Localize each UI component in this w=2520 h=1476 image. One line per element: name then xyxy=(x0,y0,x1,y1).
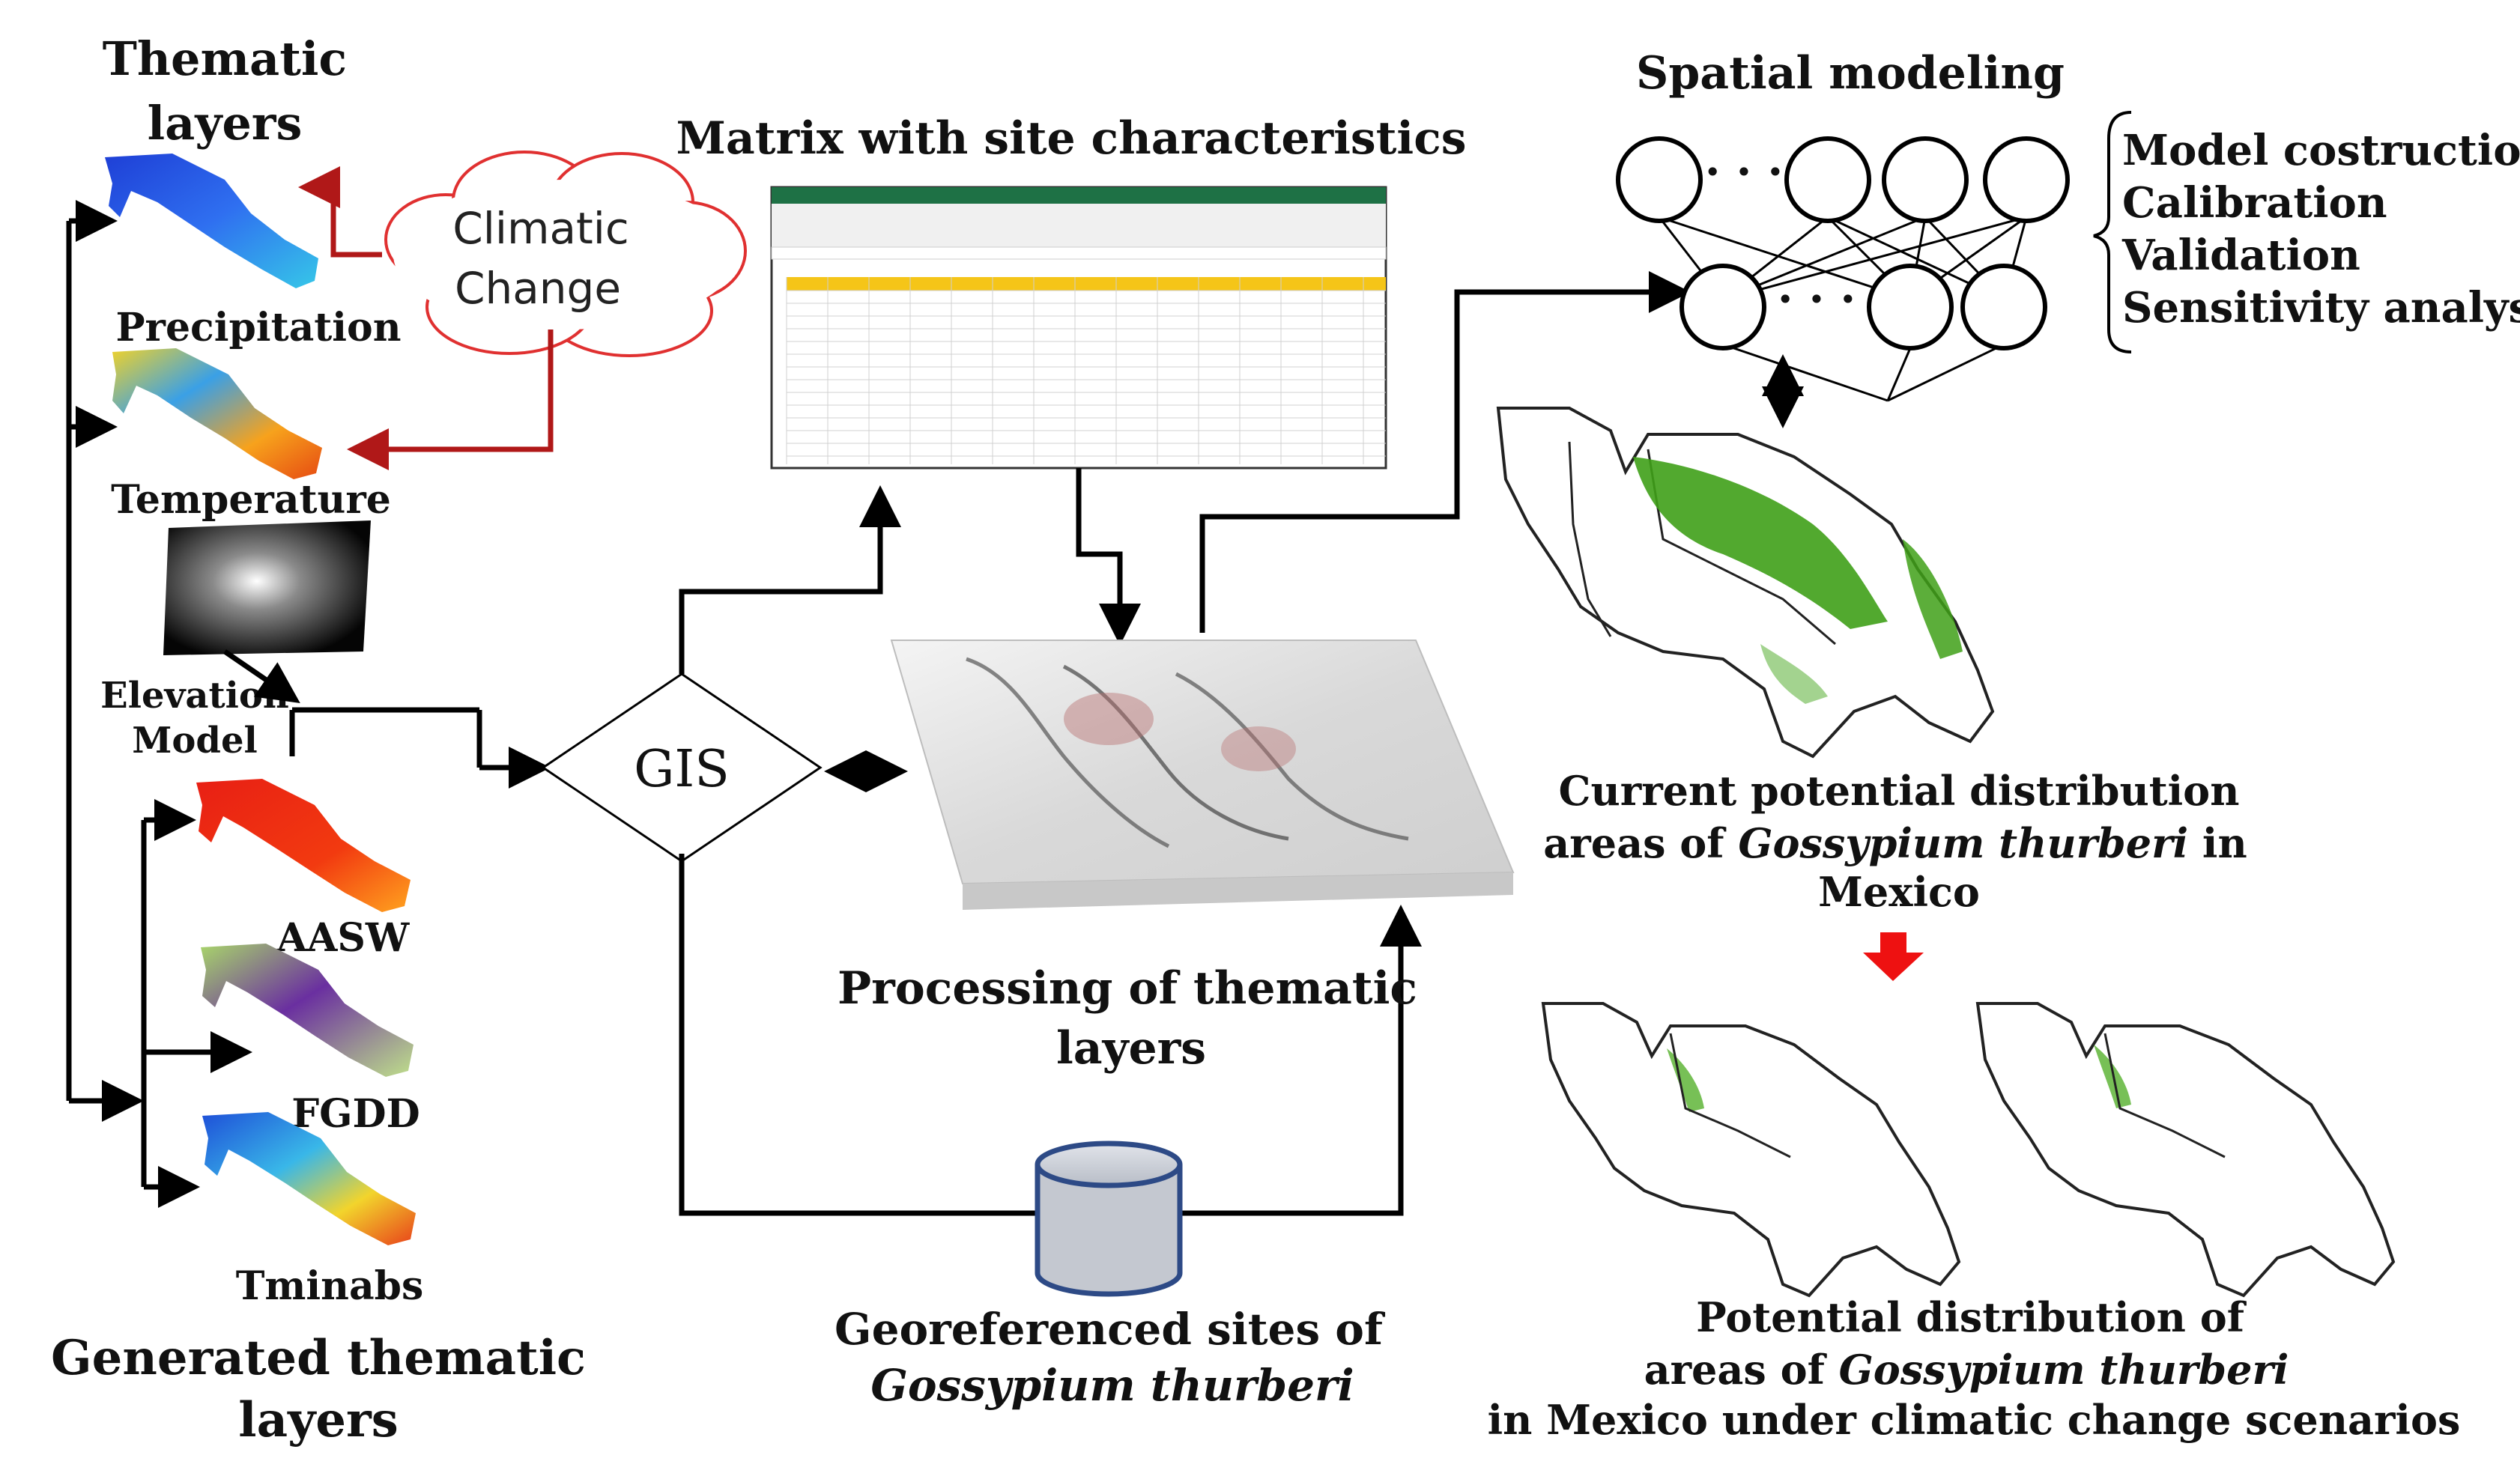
temperature-map xyxy=(112,348,322,479)
tminabs-map xyxy=(202,1112,416,1245)
tminabs-label: Tminabs xyxy=(236,1263,424,1309)
fgdd-label: FGDD xyxy=(291,1091,420,1137)
precipitation-label: Precipitation xyxy=(115,305,401,350)
gis-label: GIS xyxy=(634,740,730,799)
step-model-construction: Model costruction xyxy=(2122,126,2520,175)
current-label-line1: Current potential distribution xyxy=(1559,767,2240,815)
elevation-label-line1: Elevation xyxy=(100,675,289,717)
precipitation-map xyxy=(105,154,318,288)
sites-label-line2: Gossypium thurberi xyxy=(870,1360,1354,1411)
fgdd-map xyxy=(201,944,414,1077)
current-label-line3: Mexico xyxy=(1818,868,1980,916)
future-label-line1: Potential distribution of xyxy=(1696,1293,2247,1341)
step-calibration: Calibration xyxy=(2122,178,2387,228)
processing-slab xyxy=(890,640,1515,910)
aasw-map xyxy=(196,779,411,912)
temperature-label: Temperature xyxy=(111,477,391,523)
thematic-layers-title-line2: layers xyxy=(148,96,303,151)
generated-layers-title-line1: Generated thematic xyxy=(51,1330,586,1386)
step-sensitivity: Sensitivity analysis xyxy=(2122,283,2520,332)
future-label-line2: areas of Gossypium thurberi xyxy=(1644,1346,2289,1394)
processing-label-line1: Processing of thematic xyxy=(838,962,1417,1015)
center-connectors xyxy=(679,271,1691,1216)
current-label-line2: areas of Gossypium thurberi in xyxy=(1543,819,2247,867)
nn-ellipsis-top: · · · xyxy=(1705,146,1783,198)
cloud-fill xyxy=(393,180,738,329)
left-collector-arrows xyxy=(66,200,551,1208)
scenario-down-arrow xyxy=(1863,932,1924,981)
site-matrix-spreadsheet xyxy=(770,186,1387,470)
neural-network-nodes xyxy=(1616,136,2070,350)
spatial-modeling-title: Spatial modeling xyxy=(1636,47,2065,100)
future-label-line3: in Mexico under climatic change scenario… xyxy=(1488,1396,2461,1444)
nn-ellipsis-bottom: · · · xyxy=(1778,273,1856,326)
aasw-label: AASW xyxy=(276,915,411,961)
step-validation: Validation xyxy=(2121,231,2360,280)
generated-layers-title-line2: layers xyxy=(238,1392,398,1448)
future-map-1 xyxy=(1541,1002,1961,1298)
sites-label-line1: Georeferenced sites of xyxy=(835,1304,1386,1355)
cloud-label-line2: Change xyxy=(455,263,621,314)
sites-database-cylinder xyxy=(1035,1141,1183,1297)
future-map-2 xyxy=(1975,1002,2396,1298)
processing-label-line2: layers xyxy=(1056,1022,1206,1075)
thematic-layers-title-line1: Thematic xyxy=(103,31,347,86)
cloud-label-line1: Climatic xyxy=(452,203,629,254)
current-distribution-map xyxy=(1496,407,1995,759)
elevation-label-line2: Model xyxy=(132,720,257,762)
climatic-change-arrows xyxy=(298,166,554,470)
steps-brace xyxy=(2093,111,2132,353)
elevation-model-map xyxy=(163,520,371,655)
matrix-title: Matrix with site characteristics xyxy=(676,112,1466,165)
